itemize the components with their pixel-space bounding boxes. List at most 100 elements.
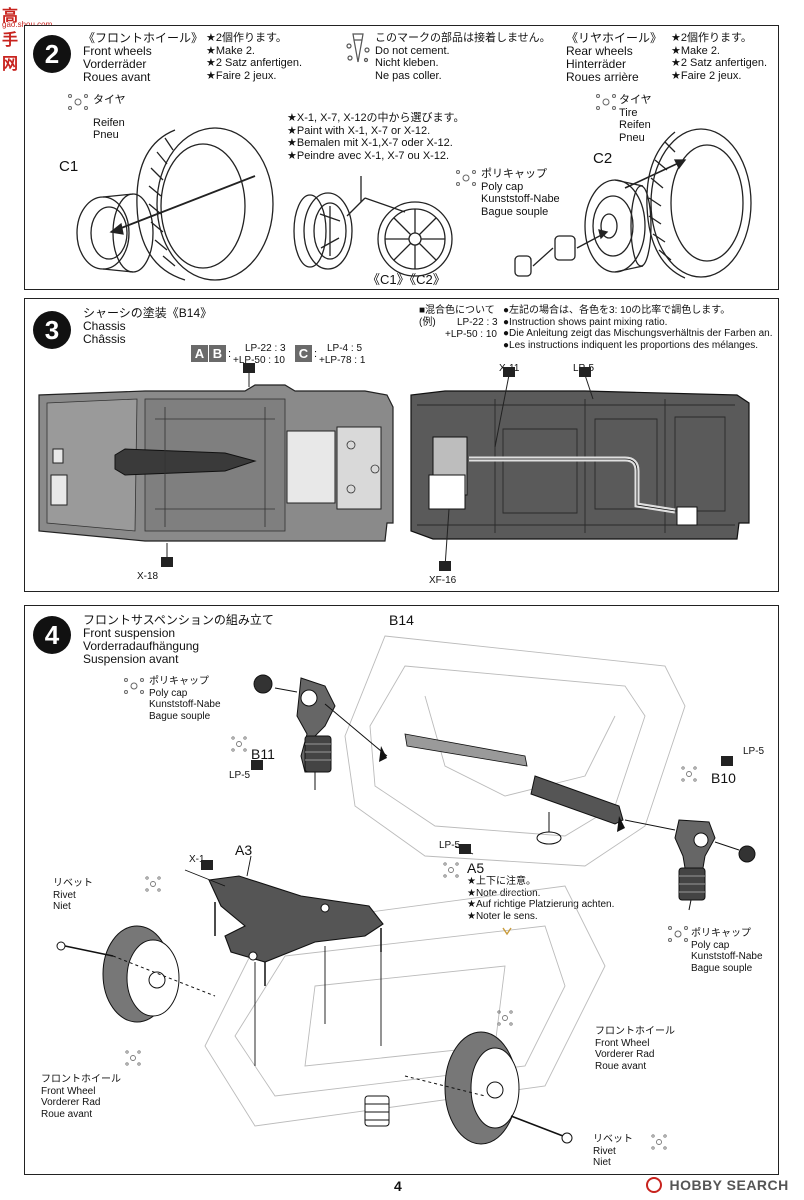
label-a3: A3 — [235, 842, 253, 858]
poly-cap-right-fr: Bague souple — [691, 962, 753, 974]
step2-tire-rear: タイヤ Tire Reifen Pneu — [619, 94, 652, 144]
no-cement-marks — [125, 736, 697, 1150]
rivet-right-jp: リベット — [593, 1134, 633, 1145]
make2-jp: ★2個作ります。 — [206, 32, 287, 44]
label-b14: B14 — [389, 612, 414, 628]
swatch-c: C — [295, 345, 312, 362]
front-wheel-right-jp: フロントホイール — [595, 1026, 675, 1037]
front-wheel-right-fr: Roue avant — [595, 1060, 647, 1072]
label-b11: B11 — [251, 746, 275, 762]
chassis-title-fr: Châssis — [83, 332, 126, 346]
tire-rear-fr: Pneu — [619, 131, 645, 144]
step2-front-title: 《フロントホイール》 Front wheels Vorderräder Roue… — [83, 32, 203, 84]
step4-panel: 4 フロントサスペンションの組み立て Front suspension Vord… — [24, 605, 779, 1175]
step3-number: 3 — [33, 311, 71, 349]
front-wheel-left-en: Front Wheel — [41, 1085, 96, 1097]
rivet-right-de: Niet — [593, 1157, 611, 1168]
paint-legend-c: C — [295, 345, 313, 363]
poly-cap-jp: ポリキャップ — [481, 168, 547, 180]
watermark-top-url: gao.shou.com — [2, 20, 52, 29]
mix-c-2: +LP-78 : 1 — [319, 354, 366, 366]
no-cement-de: Nicht kleben. — [375, 57, 439, 69]
step2-number: 2 — [33, 35, 71, 73]
tire-mark-icon — [68, 94, 88, 110]
step2-make2-rear: ★2個作ります。 ★Make 2. ★2 Satz anfertigen. ★F… — [671, 32, 767, 82]
step2-tire-front: タイヤ Reifen Pneu — [93, 94, 126, 142]
poly-cap-right-mark-icon — [668, 926, 688, 942]
make2-rear-fr: ★Faire 2 jeux. — [671, 69, 742, 82]
callout-lp5-left: LP-5 — [229, 770, 251, 781]
mix-info-en: ●Instruction shows paint mixing ratio. — [503, 316, 668, 328]
rear-title-de: Hinterräder — [566, 57, 627, 71]
mix-info-text: ●左記の場合は、各色を3: 10の比率で調色します。 ●Instruction … — [503, 305, 773, 351]
front-wheel-left-fr: Roue avant — [41, 1108, 93, 1120]
note-direction-en: ★Note direction. — [467, 887, 541, 899]
step4-number: 4 — [33, 616, 71, 654]
mix-example-2: +LP-50 : 10 — [445, 328, 497, 340]
chassis-title-jp: シャーシの塗装《B14》 — [83, 306, 213, 320]
mix-example-1: LP-22 : 3 — [457, 317, 498, 328]
front-wheel-left-de: Vorderer Rad — [41, 1097, 101, 1108]
tire-rear-en: Tire — [619, 106, 638, 119]
poly-cap-left-de: Kunststoff-Nabe — [149, 699, 221, 710]
paint-note-en: ★Paint with X-1, X-7 or X-12. — [287, 124, 431, 137]
step2-make2-front: ★2個作ります。 ★Make 2. ★2 Satz anfertigen. ★F… — [206, 32, 302, 82]
mix-ab-1: LP-22 : 3 — [245, 343, 286, 354]
paint-note-jp: ★X-1, X-7, X-12の中から選びます。 — [287, 112, 465, 124]
rivet-left-jp: リベット — [53, 878, 93, 889]
front-title-de: Vorderräder — [83, 57, 147, 71]
rivet-right-en: Rivet — [593, 1145, 616, 1157]
paint-note-de: ★Bemalen mit X-1,X-7 oder X-12. — [287, 137, 453, 149]
step2-poly-cap: ポリキャップ Poly cap Kunststoff-Nabe Bague so… — [481, 168, 560, 218]
front-wheel-right-de: Vorderer Rad — [595, 1049, 655, 1060]
step2-front-wheel-drawing — [76, 127, 752, 281]
colon-c: : — [314, 348, 318, 360]
front-title-fr: Roues avant — [83, 70, 151, 84]
mix-ab-2: +LP-50 : 10 — [233, 354, 285, 366]
mix-info: ■混合色について (例) — [419, 305, 495, 328]
make2-rear-jp: ★2個作ります。 — [671, 32, 752, 44]
callout-lp5-mid: LP-5 — [439, 840, 461, 851]
tire-rear-jp: タイヤ — [619, 94, 652, 106]
page-number: 4 — [394, 1178, 402, 1194]
label-b10: B10 — [711, 770, 736, 786]
mix-info-example: LP-22 : 3 +LP-50 : 10 — [445, 317, 498, 340]
watermark-top-text: 高手网 — [2, 8, 19, 73]
step2-no-cement: このマークの部品は接着しません。 Do not cement. Nicht kl… — [375, 32, 551, 82]
label-c1: C1 — [59, 158, 79, 175]
suspension-title-jp: フロントサスペンションの組み立て — [83, 613, 274, 627]
step4-title: フロントサスペンションの組み立て Front suspension Vorder… — [83, 614, 274, 666]
poly-cap-en: Poly cap — [481, 180, 524, 193]
front-wheel-left: フロントホイール Front Wheel Vorderer Rad Roue a… — [41, 1074, 121, 1120]
step3-title: シャーシの塗装《B14》 Chassis Châssis — [83, 307, 212, 346]
no-cement-icon — [346, 33, 370, 63]
chassis-title-en: Chassis — [83, 319, 126, 333]
rear-title-en: Rear wheels — [566, 44, 633, 58]
no-cement-fr: Ne pas coller. — [375, 69, 442, 82]
poly-cap-right: ポリキャップ Poly cap Kunststoff-Nabe Bague so… — [691, 928, 763, 974]
rivet-left-en: Rivet — [53, 889, 76, 901]
mix-info-title: ■混合色について — [419, 305, 495, 316]
step2-panel: 2 《フロントホイール》 Front wheels Vorderräder Ro… — [24, 25, 779, 290]
poly-cap-right-jp: ポリキャップ — [691, 928, 751, 939]
poly-cap-right-en: Poly cap — [691, 939, 730, 951]
mix-c: LP-4 : 5 +LP-78 : 1 — [319, 343, 365, 366]
rivet-right: リベット Rivet Niet — [593, 1134, 633, 1169]
poly-cap-right-de: Kunststoff-Nabe — [691, 951, 763, 962]
poly-cap-mark-icon — [456, 170, 476, 186]
hobby-search-icon — [646, 1176, 662, 1193]
paint-note-fr: ★Peindre avec X-1, X-7 ou X-12. — [287, 149, 450, 162]
tire-front-de: Reifen — [93, 116, 125, 129]
wheel-caption: 《C1》《C2》 — [367, 272, 446, 287]
tire-rear-de: Reifen — [619, 119, 651, 131]
tire-front-fr: Pneu — [93, 129, 119, 141]
poly-cap-left-fr: Bague souple — [149, 710, 211, 722]
no-cement-en: Do not cement. — [375, 44, 450, 57]
make2-de: ★2 Satz anfertigen. — [206, 57, 303, 69]
no-cement-jp: このマークの部品は接着しません。 — [375, 32, 551, 44]
callout-x18: X-18 — [137, 571, 159, 582]
front-title-en: Front wheels — [83, 44, 152, 58]
watermark-bottom: HOBBY SEARCH — [646, 1176, 789, 1194]
callout-lp5-right: LP-5 — [743, 746, 765, 757]
